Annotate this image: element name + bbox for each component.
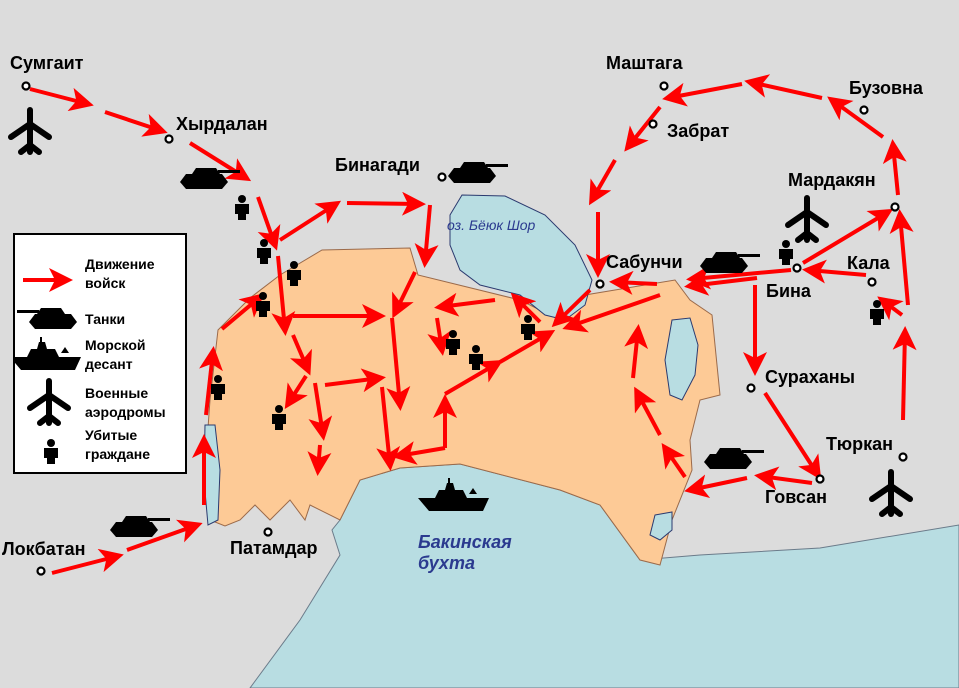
label-binagadi: Бинагади <box>335 155 420 175</box>
bay-name-line1: Бакинская <box>418 532 512 552</box>
bay-name-line2: бухта <box>418 552 475 573</box>
label-kala: Кала <box>847 253 890 273</box>
label-lokbatan: Локбатан <box>2 539 86 559</box>
legend-label-killed-citizens: Убитые граждане <box>85 427 151 462</box>
tank-icon <box>448 162 508 183</box>
legend-icons <box>15 268 81 464</box>
city-area <box>204 247 721 566</box>
person-icon <box>779 240 793 265</box>
label-lake-boyuk-shor: оз. Бёюк Шор <box>447 217 536 233</box>
label-turkan: Тюркан <box>826 434 894 454</box>
label-mashtaga: Маштага <box>606 53 683 73</box>
label-patamdar: Патамдар <box>230 538 318 558</box>
town-markers <box>21 81 908 576</box>
tank-icon <box>700 252 760 273</box>
legend-label-naval-landing: Морской десант <box>85 337 146 372</box>
label-buzovna: Бузовна <box>849 78 923 98</box>
person-icon <box>235 195 249 220</box>
tank-icon <box>110 516 170 537</box>
label-khirdalan: Хырдалан <box>176 114 268 134</box>
legend-label-airfields: Военные аэродромы <box>85 385 166 420</box>
map-legend: Движение войск Танки Морской десант Воен… <box>13 233 187 474</box>
tank-icon <box>180 168 240 189</box>
person-icon <box>257 239 271 264</box>
tank-icon <box>704 448 764 469</box>
legend-label-tanks: Танки <box>85 311 126 327</box>
lake-southeast <box>649 511 673 541</box>
person-icon <box>870 300 884 325</box>
airplane-icon <box>30 381 68 423</box>
label-sumgait: Сумгаит <box>10 53 84 73</box>
label-govsan: Говсан <box>765 487 828 507</box>
label-sabunchi: Сабунчи <box>606 252 683 272</box>
troop-movement-arrows <box>29 74 917 575</box>
label-mardakyan: Мардакян <box>788 170 876 190</box>
label-surakhany: Сураханы <box>765 367 856 387</box>
legend-label-troop-movement: Движение войск <box>85 256 155 291</box>
label-zabrat: Забрат <box>667 121 730 141</box>
tank-icon <box>17 308 77 329</box>
label-bina: Бина <box>766 281 811 301</box>
person-icon <box>44 439 58 464</box>
lake-east <box>664 317 699 401</box>
label-baku-bay: Бакинская бухта <box>418 532 512 573</box>
airplane-icon <box>872 472 910 514</box>
airplane-icon <box>11 110 49 152</box>
warship-icon <box>15 337 81 370</box>
airplane-icon <box>788 198 826 240</box>
